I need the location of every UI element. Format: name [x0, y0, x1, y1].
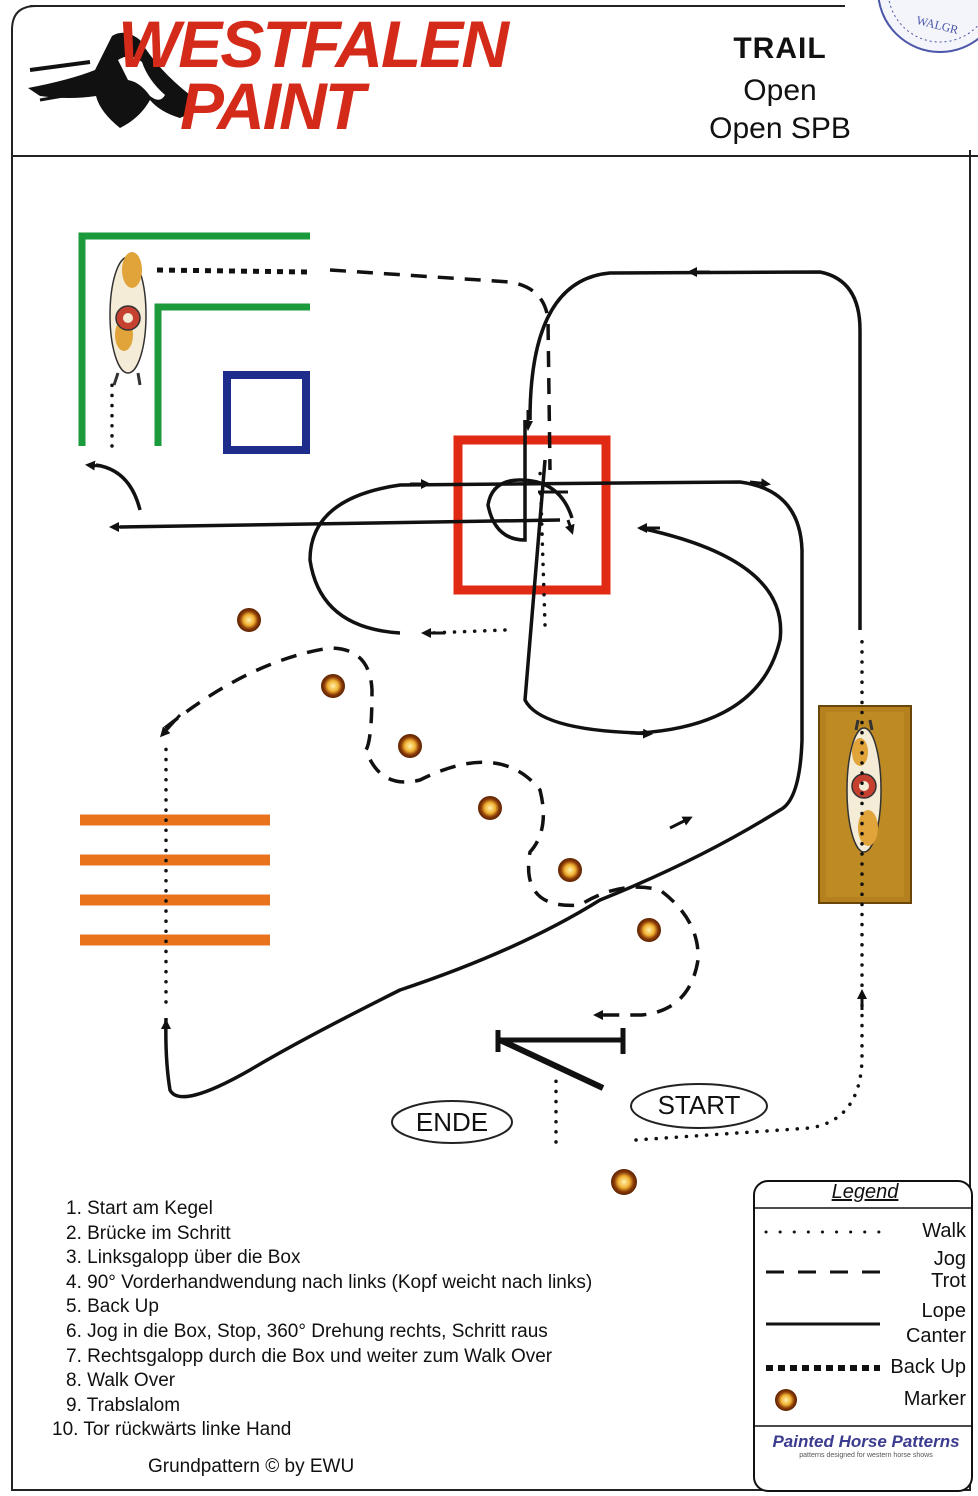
- instruction-item: 10. Tor rückwärts linke Hand: [52, 1419, 292, 1441]
- marker: [237, 608, 261, 632]
- logo-title-line2: PAINT: [180, 69, 365, 143]
- legend-backup-label: Back Up: [890, 1356, 966, 1378]
- marker: [398, 734, 422, 758]
- instruction-item: 4. 90° Vorderhandwendung nach links (Kop…: [66, 1271, 593, 1293]
- jog-arrow: [159, 713, 182, 738]
- marker: [637, 918, 661, 942]
- end-label: ENDE: [415, 1107, 489, 1137]
- instruction-item: 1. Start am Kegel: [66, 1198, 213, 1219]
- legend-trot-label: Trot: [931, 1270, 966, 1292]
- gate-obstacle: [495, 1028, 626, 1091]
- class-open: Open: [743, 74, 817, 107]
- lope-paths: [95, 270, 862, 1099]
- back-up-l-rails: [78, 232, 310, 446]
- painted-horse-patterns-logo: Painted Horse Patterns: [772, 1432, 960, 1451]
- legend-marker-swatch: [775, 1389, 797, 1411]
- backup-path: [156, 267, 309, 275]
- red-box-obstacle: [453, 435, 611, 595]
- logo-horse-head-icon: [28, 32, 194, 128]
- legend-canter-label: Canter: [905, 1325, 966, 1347]
- end-oval: [391, 1100, 513, 1144]
- association-seal: [877, 0, 978, 53]
- marker: [611, 1169, 637, 1195]
- painted-horse-patterns-tagline: patterns designed for western horse show…: [799, 1452, 933, 1459]
- instruction-item: 6. Jog in die Box, Stop, 360° Drehung re…: [66, 1320, 548, 1342]
- legend-lope-label: Lope: [921, 1300, 967, 1322]
- instruction-item: 9. Trabslalom: [66, 1394, 181, 1416]
- walk-paths: [110, 382, 864, 1144]
- copyright-credit: Grundpattern © by EWU: [148, 1456, 355, 1477]
- instruction-item: 8. Walk Over: [66, 1370, 176, 1392]
- marker: [558, 858, 582, 882]
- jog-paths: [163, 268, 700, 1017]
- slalom-markers: [237, 608, 661, 1195]
- marker: [321, 674, 345, 698]
- marker: [478, 796, 502, 820]
- horse-icon-backup: [109, 252, 147, 386]
- lope-arrows: [85, 267, 771, 830]
- start-label: START: [657, 1090, 741, 1120]
- class-open-spb: Open SPB: [709, 112, 851, 145]
- start-oval: [630, 1083, 768, 1129]
- legend-box: [753, 1180, 973, 1492]
- pattern-title: TRAIL: [733, 32, 827, 65]
- instruction-list: 1. Start am Kegel 2. Brücke im Schritt 3…: [52, 1197, 592, 1443]
- blue-box-obstacle: [223, 371, 310, 454]
- legend-jog-label: Jog: [933, 1248, 966, 1270]
- legend-walk-label: Walk: [922, 1220, 966, 1242]
- instruction-item: 7. Rechtsgalopp durch die Box und weiter…: [66, 1345, 553, 1367]
- instruction-item: 2. Brücke im Schritt: [66, 1222, 231, 1244]
- instruction-item: 5. Back Up: [66, 1296, 159, 1318]
- instruction-item: 3. Linksgalopp über die Box: [66, 1247, 301, 1269]
- legend-marker-label: Marker: [903, 1388, 966, 1410]
- page-border-corner: [11, 5, 37, 31]
- legend-title: Legend: [831, 1181, 899, 1203]
- walk-over-poles: [80, 814, 270, 946]
- horse-icon-bridge: [846, 719, 882, 853]
- page-border: [11, 5, 971, 1491]
- logo-title-line1: WESTFALEN: [118, 7, 509, 81]
